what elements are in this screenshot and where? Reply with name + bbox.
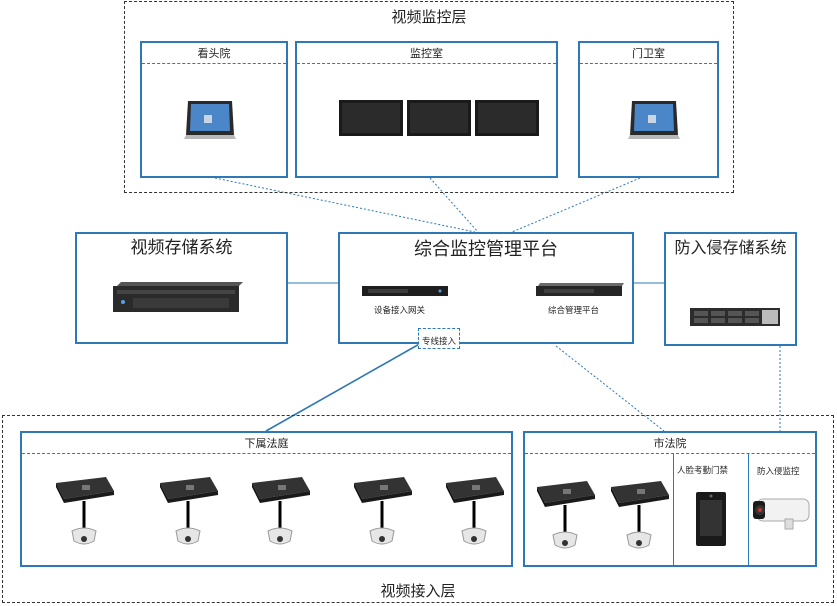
access-layer: 视频接入层	[2, 415, 834, 603]
face-attendance-label: 人脸考勤门禁	[677, 466, 729, 476]
monitor-layer: 视频监控层	[124, 1, 734, 193]
guard-room-title: 看头院	[197, 47, 231, 60]
platform-title: 综合监控管理平台	[414, 239, 558, 260]
platform-box: 综合监控管理平台 设备接入网关 综合管理平台 专线接入	[338, 232, 634, 349]
link-label: 专线接入	[422, 337, 457, 347]
switch-label: 设备接入网关	[374, 306, 426, 316]
gate-room-box: 门卫室	[578, 41, 719, 178]
server-label: 综合管理平台	[548, 306, 600, 316]
control-room-title: 监控室	[410, 47, 443, 60]
link-guard-platform	[214, 177, 476, 233]
intrusion-monitor-label: 防入侵监控	[757, 467, 800, 477]
link-gate-platform	[511, 177, 641, 233]
storage-title: 视频存储系统	[130, 238, 233, 258]
link-platform-main	[555, 345, 665, 432]
monitor-layer-title: 视频监控层	[391, 8, 467, 26]
control-room-box: 监控室	[295, 41, 558, 178]
main-court-title: 市法院	[653, 437, 687, 450]
guard-room-box: 看头院	[140, 41, 288, 178]
main-court-box: 市法院 人脸考勤门禁 防入侵监控	[523, 431, 817, 567]
gate-room-title: 门卫室	[632, 47, 665, 60]
intrusion-storage-title: 防入侵存储系统	[674, 238, 787, 257]
access-layer-title: 视频接入层	[380, 582, 456, 600]
face-attendance-panel: 人脸考勤门禁	[673, 454, 749, 567]
intrusion-storage-box: 防入侵存储系统	[664, 232, 797, 346]
link-label-box: 专线接入	[418, 328, 461, 349]
subordinate-court-box: 下属法庭	[20, 431, 513, 567]
link-control-platform	[429, 177, 479, 233]
subordinate-court-title: 下属法庭	[244, 437, 289, 450]
storage-box: 视频存储系统	[75, 232, 288, 344]
